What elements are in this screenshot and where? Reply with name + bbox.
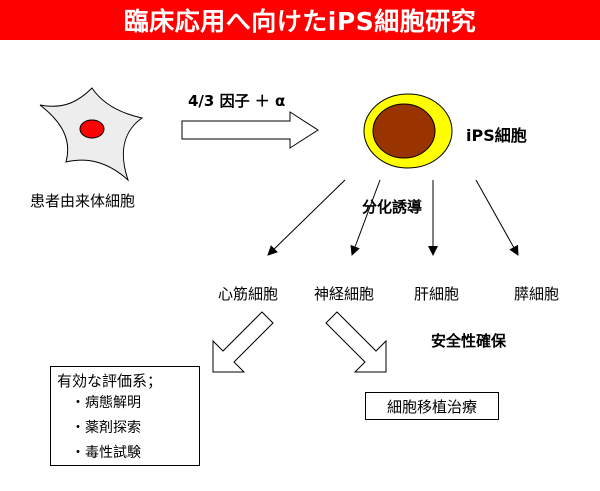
transplant-arrow [325, 311, 387, 373]
transplant-label: 細胞移植治療 [386, 397, 477, 416]
reprogramming-factors-label: 4/3 因子 ＋ α [188, 92, 286, 110]
page-title: 臨床応用へ向けたiPS細胞研究 [123, 7, 477, 36]
cell-type-hepatocyte: 肝細胞 [414, 285, 460, 303]
evaluation-item-pathology: ・病態解明 [71, 395, 141, 411]
evaluation-arrow [212, 311, 274, 373]
evaluation-item-toxicity: ・毒性試験 [71, 445, 141, 461]
differentiation-label: 分化誘導 [362, 198, 423, 216]
reprogramming-arrow [181, 111, 319, 149]
cell-type-neuron: 神経細胞 [314, 285, 375, 303]
patient-cell-nucleus [79, 119, 105, 139]
safety-label: 安全性確保 [431, 332, 507, 350]
diff-arrow-neuron [350, 179, 381, 256]
ips-cell-nucleus [372, 103, 436, 159]
evaluation-item-drug-discovery: ・薬剤探索 [71, 420, 141, 436]
patient-cell-label: 患者由来体細胞 [30, 192, 136, 210]
title-bar: 臨床応用へ向けたiPS細胞研究 [0, 0, 600, 40]
evaluation-heading: 有効な評価系； [57, 372, 163, 390]
evaluation-box: 有効な評価系； ・病態解明 ・薬剤探索 ・毒性試験 [50, 366, 200, 466]
transplant-box: 細胞移植治療 [365, 392, 499, 420]
cell-type-cardiomyocyte: 心筋細胞 [218, 285, 279, 303]
cell-type-pancreatic: 膵細胞 [514, 285, 560, 303]
diff-arrow-pancreatic [475, 179, 519, 256]
diff-arrow-cardiomyocyte [267, 179, 346, 256]
ips-cell-label: iPS細胞 [466, 126, 527, 145]
